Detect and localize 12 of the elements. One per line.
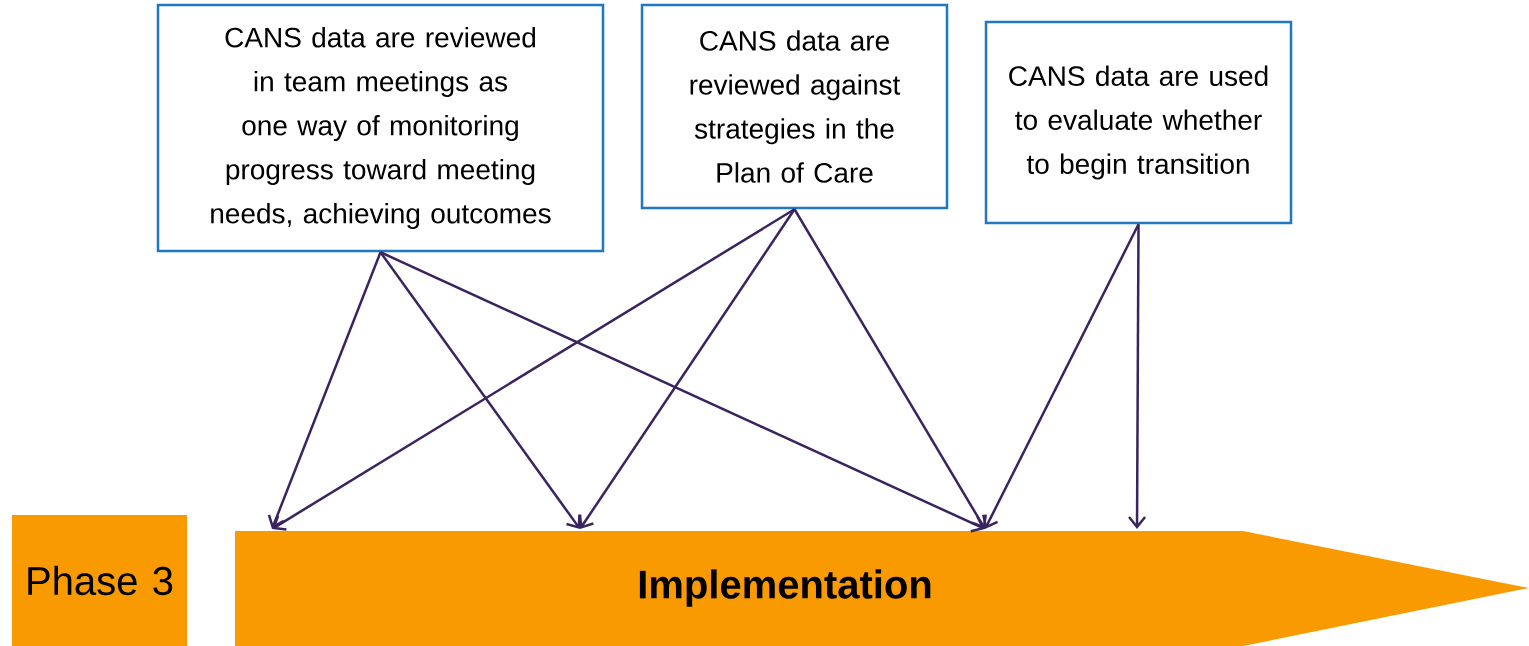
arrow — [380, 251, 985, 533]
arrow — [578, 208, 796, 529]
arrow — [379, 251, 581, 529]
arrow — [982, 223, 1140, 529]
text-box: CANS data are reviewed against strategies in the Plan of Care — [640, 3, 949, 210]
arrow — [793, 208, 987, 529]
phase-box: Phase 3 — [12, 515, 187, 646]
arrow — [272, 208, 796, 531]
text-box: CANS data are used to evaluate whether to begin transition — [984, 20, 1293, 225]
arrow — [1128, 224, 1147, 529]
arrow — [267, 251, 382, 529]
text-box: CANS data are reviewed in team meetings as one way of monitoring progress toward meeting needs, achieving outcomes — [156, 3, 605, 253]
